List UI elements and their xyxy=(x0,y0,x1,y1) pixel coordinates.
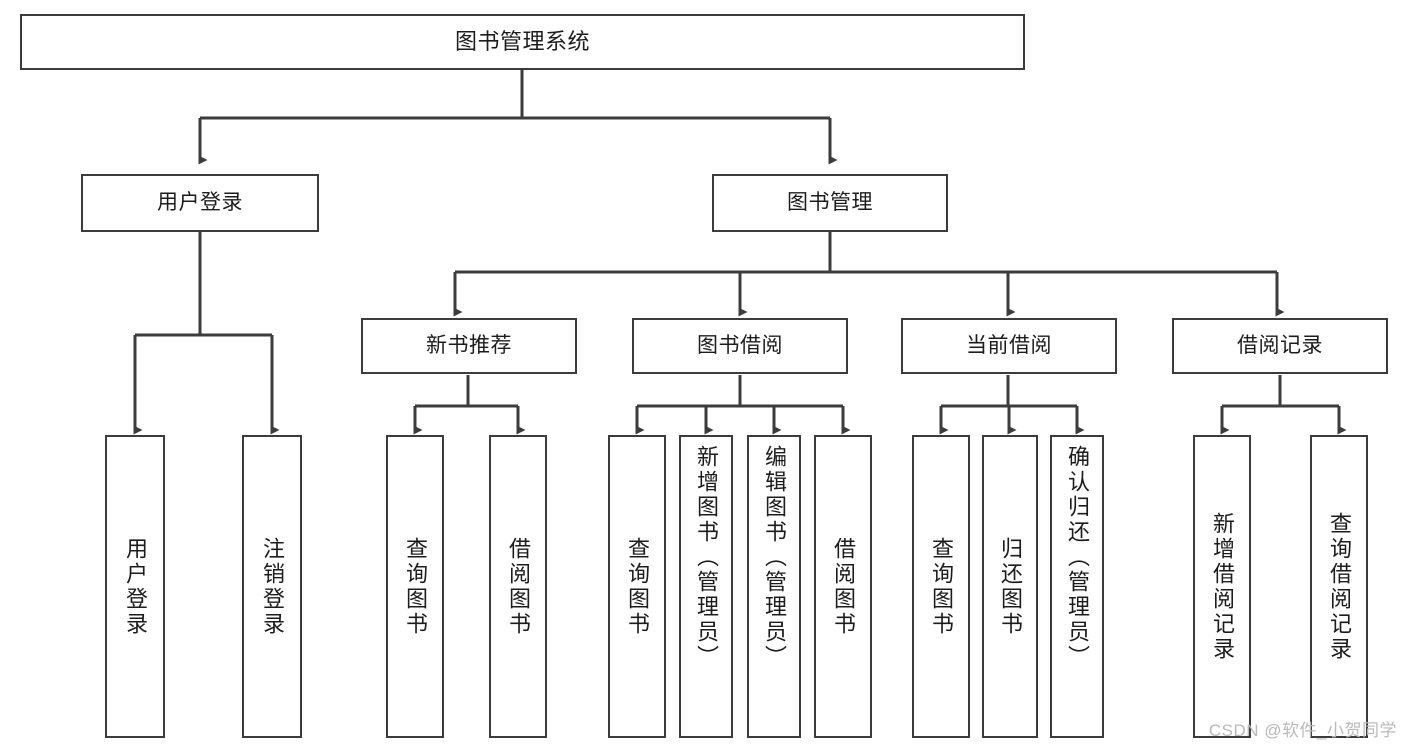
node-book-management[interactable]: 图书管理 xyxy=(712,174,948,232)
leaf-cb-query-books[interactable]: 查询图书 xyxy=(912,435,970,738)
leaf-bb-add-book-admin[interactable]: 新增图书（管理员） xyxy=(679,435,733,738)
node-label: 用户登录 xyxy=(157,190,243,214)
leaf-nb-query-books[interactable]: 查询图书 xyxy=(386,435,444,738)
node-label: 借阅图书 xyxy=(506,536,531,637)
node-label: 图书管理 xyxy=(787,190,873,214)
node-label: 借阅图书 xyxy=(831,536,856,637)
leaf-bb-edit-book-admin[interactable]: 编辑图书（管理员） xyxy=(747,435,801,738)
node-label: 当前借阅 xyxy=(966,333,1052,357)
node-borrowing-record[interactable]: 借阅记录 xyxy=(1172,318,1388,374)
node-root-book-management-system[interactable]: 图书管理系统 xyxy=(20,14,1025,70)
leaf-bb-borrow-books[interactable]: 借阅图书 xyxy=(814,435,872,738)
node-label: 图书借阅 xyxy=(697,333,783,357)
node-label: 注销登录 xyxy=(260,536,285,637)
node-label: 借阅记录 xyxy=(1237,333,1323,357)
leaf-logout[interactable]: 注销登录 xyxy=(242,435,302,738)
leaf-nb-borrow-books[interactable]: 借阅图书 xyxy=(489,435,547,738)
node-label: 编辑图书（管理员） xyxy=(762,445,787,670)
node-label: 归还图书 xyxy=(998,536,1023,637)
node-new-book-recommendation[interactable]: 新书推荐 xyxy=(361,318,577,374)
leaf-cb-confirm-return-admin[interactable]: 确认归还（管理员） xyxy=(1050,435,1104,738)
leaf-user-login[interactable]: 用户登录 xyxy=(105,435,165,738)
node-label: 新增借阅记录 xyxy=(1210,511,1235,662)
node-current-borrowing[interactable]: 当前借阅 xyxy=(901,318,1117,374)
node-book-borrowing[interactable]: 图书借阅 xyxy=(632,318,848,374)
node-label: 查询图书 xyxy=(403,536,428,637)
leaf-bb-query-books[interactable]: 查询图书 xyxy=(608,435,666,738)
node-label: 确认归还（管理员） xyxy=(1065,445,1090,670)
node-label: 新增图书（管理员） xyxy=(694,445,719,670)
node-user-login[interactable]: 用户登录 xyxy=(81,174,319,232)
leaf-cb-return-books[interactable]: 归还图书 xyxy=(982,435,1038,738)
node-label: 查询借阅记录 xyxy=(1327,511,1352,662)
node-label: 新书推荐 xyxy=(426,333,512,357)
leaf-br-add-record[interactable]: 新增借阅记录 xyxy=(1193,435,1251,738)
leaf-br-query-record[interactable]: 查询借阅记录 xyxy=(1310,435,1368,738)
node-label: 图书管理系统 xyxy=(454,29,590,55)
node-label: 查询图书 xyxy=(929,536,954,637)
node-label: 用户登录 xyxy=(123,536,148,637)
csdn-watermark: CSDN @软件_小贺同学 xyxy=(1208,721,1397,740)
node-label: 查询图书 xyxy=(625,536,650,637)
